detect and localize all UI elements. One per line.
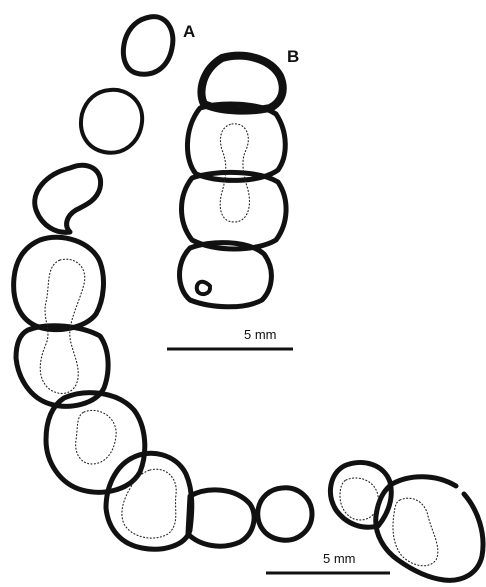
specimen-b-chamber-3 — [179, 169, 289, 252]
specimen-a-stipple-2 — [75, 410, 117, 465]
specimen-b — [177, 51, 289, 310]
specimen-b-chamber-2 — [184, 101, 288, 183]
specimen-a-chamber-1 — [120, 14, 176, 77]
specimen-a-chamber-11 — [373, 474, 486, 583]
specimen-a-chamber-5 — [13, 323, 111, 409]
specimen-a-chamber-9 — [255, 485, 315, 543]
panel-label-a: A — [183, 22, 195, 41]
specimen-a-stipple-5 — [392, 497, 439, 567]
scale-bar-top-label: 5 mm — [244, 327, 277, 342]
scale-bar-bottom: 5 mm — [266, 551, 390, 575]
specimen-b-chamber-4 — [177, 240, 274, 310]
specimen-a-chamber-8 — [185, 487, 257, 549]
specimen-a-chamber-3 — [32, 162, 104, 235]
scale-bar-top: 5 mm — [167, 327, 293, 351]
specimen-a-stipple-4 — [339, 477, 379, 521]
specimen-b-initial-chamber — [194, 279, 212, 297]
specimen-a-stipple-3 — [121, 468, 177, 539]
specimen-a-chamber-7 — [103, 450, 195, 552]
specimen-a-chamber-6 — [43, 390, 148, 495]
panel-label-b: B — [287, 47, 299, 66]
specimen-a — [11, 14, 486, 583]
scale-bar-bottom-label: 5 mm — [323, 551, 356, 566]
specimen-a-chamber-4 — [11, 234, 106, 333]
specimen-a-chamber-2 — [79, 87, 145, 155]
